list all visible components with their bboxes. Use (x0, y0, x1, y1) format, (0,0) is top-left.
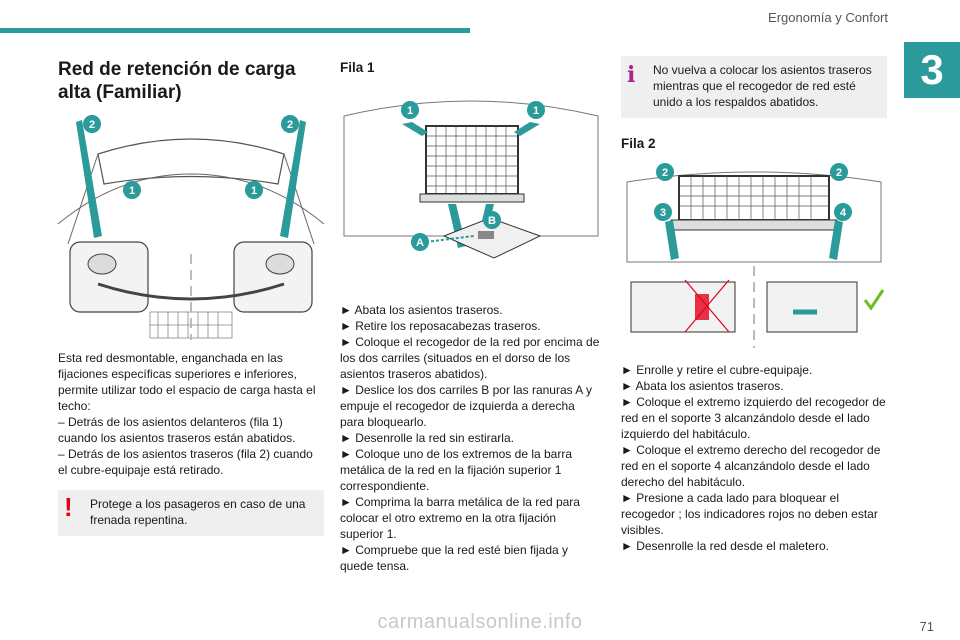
warning-callout: ! Protege a los pasageros en caso de una… (58, 490, 324, 536)
step-item: ► Coloque el extremo derecho del recoged… (621, 443, 881, 489)
step-item: ► Desenrolle la red sin estirarla. (340, 431, 514, 445)
front-seats-net-illustration: 2 2 1 1 (58, 114, 324, 340)
page-title: Red de retención de carga alta (Familiar… (58, 59, 296, 103)
info-text: No vuelva a colocar los asientos trasero… (653, 63, 872, 109)
row2-net-illustration: 2 2 3 4 (621, 162, 887, 348)
step-item: ► Comprima la barra metálica de la red p… (340, 495, 580, 541)
step-item: ► Desenrolle la red desde el maletero. (621, 539, 829, 553)
step-item: ► Abata los asientos traseros. (621, 379, 784, 393)
label-1-right: 1 (533, 105, 539, 117)
intro-text: Esta red desmontable, enganchada en las … (58, 351, 316, 413)
label-3: 3 (660, 207, 666, 219)
chapter-number-tab: 3 (904, 42, 960, 98)
step-item: ► Presione a cada lado para bloquear el … (621, 491, 878, 537)
label-1-left: 1 (407, 105, 413, 117)
label-1-left: 1 (129, 185, 135, 197)
row2-steps: ► Enrolle y retire el cubre-equipaje. ► … (621, 362, 887, 554)
watermark: carmanualsonline.info (377, 611, 583, 633)
label-1-right: 1 (251, 185, 257, 197)
column-middle: Fila 1 1 1 A B ► Abata los (340, 52, 602, 574)
bullet-row1: – Detrás de los asientos delanteros (fil… (58, 415, 296, 445)
section-title: Ergonomía y Confort (768, 10, 888, 25)
header-accent-bar (0, 28, 470, 33)
label-2-right: 2 (836, 167, 842, 179)
label-2-right: 2 (287, 119, 293, 131)
info-icon: i (627, 62, 636, 88)
label-b: B (488, 215, 496, 227)
row1-steps: ► Abata los asientos traseros. ► Retire … (340, 302, 602, 574)
warning-text: Protege a los pasageros en caso de una f… (90, 497, 306, 527)
step-item: ► Coloque el recogedor de la red por enc… (340, 335, 600, 381)
step-item: ► Deslice los dos carriles B por las ran… (340, 383, 592, 429)
step-item: ► Coloque el extremo izquierdo del recog… (621, 395, 886, 441)
column-left: Red de retención de carga alta (Familiar… (58, 52, 324, 536)
warning-icon: ! (64, 492, 73, 522)
label-2-left: 2 (89, 119, 95, 131)
heading-fila-2: Fila 2 (621, 136, 656, 151)
heading-fila-1: Fila 1 (340, 60, 375, 75)
step-item: ► Abata los asientos traseros. (340, 303, 503, 317)
step-item: ► Retire los reposacabezas traseros. (340, 319, 541, 333)
step-item: ► Compruebe que la red esté bien fijada … (340, 543, 569, 573)
column-right: i No vuelva a colocar los asientos trase… (621, 52, 887, 554)
row1-net-illustration: 1 1 A B (340, 86, 602, 266)
label-2-left: 2 (662, 167, 668, 179)
label-a: A (416, 237, 424, 249)
step-item: ► Enrolle y retire el cubre-equipaje. (621, 363, 813, 377)
page-number: 71 (919, 619, 934, 634)
step-item: ► Coloque uno de los extremos de la barr… (340, 447, 573, 493)
info-callout: i No vuelva a colocar los asientos trase… (621, 56, 887, 118)
bullet-row2: – Detrás de los asientos traseros (fila … (58, 447, 313, 477)
label-4: 4 (840, 207, 847, 219)
